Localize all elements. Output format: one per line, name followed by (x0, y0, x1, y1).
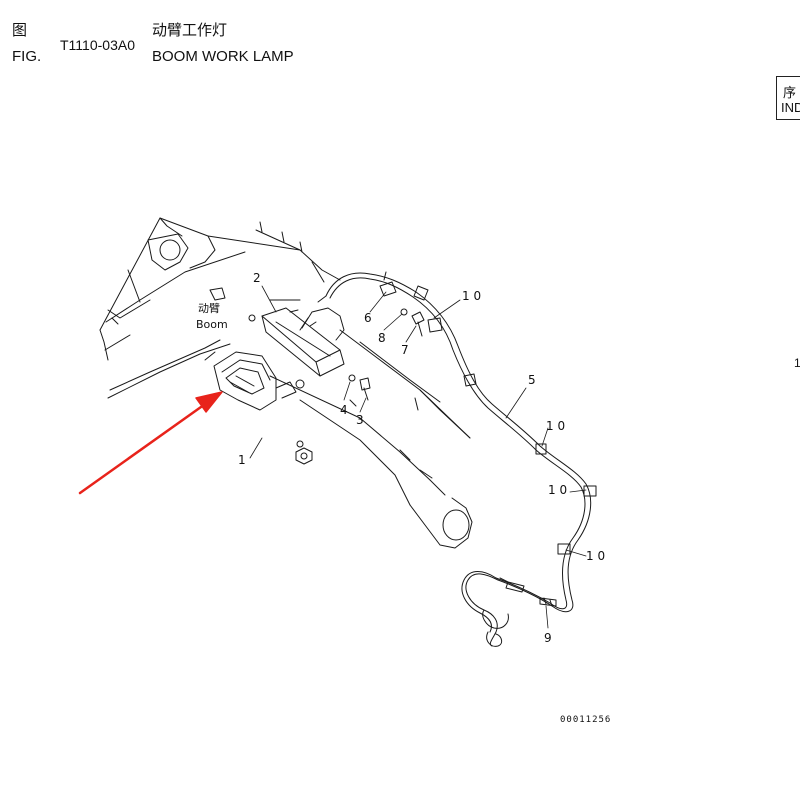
callout-7: 7 (401, 343, 409, 357)
harness-clamp-4 (463, 373, 477, 387)
work-lamp (213, 351, 305, 411)
wire-harness (317, 272, 592, 647)
callout-5: 5 (528, 373, 536, 387)
index-label-en: IND (781, 100, 800, 115)
callout-4: 4 (340, 403, 348, 417)
callout-10b: 1 0 (546, 419, 565, 433)
boom-label-cn: 动臂 (198, 302, 220, 315)
boom-label-en: Boom (196, 318, 228, 331)
washer-item-4 (348, 374, 356, 382)
callout-6: 6 (364, 311, 372, 325)
highlight-arrow (78, 391, 223, 495)
bolt-item-3 (359, 377, 371, 401)
bolt-item-7 (411, 311, 425, 337)
harness-clamp-2 (413, 285, 429, 301)
harness-clamp-3 (427, 317, 443, 333)
harness-clamp-1 (379, 271, 397, 297)
callout-10d: 1 0 (586, 549, 605, 563)
callout-8: 8 (378, 331, 386, 345)
leader-lines (249, 285, 587, 629)
fig-label-en: FIG. (12, 48, 42, 65)
boom-outline (99, 217, 473, 549)
index-first-row: 1 (794, 356, 800, 370)
callout-10a: 1 0 (462, 289, 481, 303)
callout-3: 3 (356, 413, 364, 427)
washer-item-8 (400, 308, 408, 316)
harness-clamp-7 (557, 543, 571, 555)
index-label-cn: 序 (783, 85, 797, 100)
callout-2: 2 (253, 271, 261, 285)
callout-9: 9 (544, 631, 552, 645)
index-column-header (776, 76, 800, 120)
title-cn: 动臂工作灯 (152, 22, 228, 39)
lamp-bracket (261, 307, 345, 377)
callout-10c: 1 0 (548, 483, 567, 497)
title-en: BOOM WORK LAMP (152, 48, 294, 65)
nut (295, 447, 313, 465)
lamp-connector-lead (301, 307, 345, 341)
harness-clamp-6 (583, 485, 597, 497)
fig-label-cn: 图 (12, 22, 28, 39)
drawing-id: 00011256 (560, 715, 611, 725)
connector-end (499, 577, 525, 593)
harness-clamp-5 (535, 443, 547, 455)
fig-number: T1110-03A0 (60, 37, 135, 53)
connector-item-9 (539, 597, 557, 607)
callout-1: 1 (238, 453, 246, 467)
